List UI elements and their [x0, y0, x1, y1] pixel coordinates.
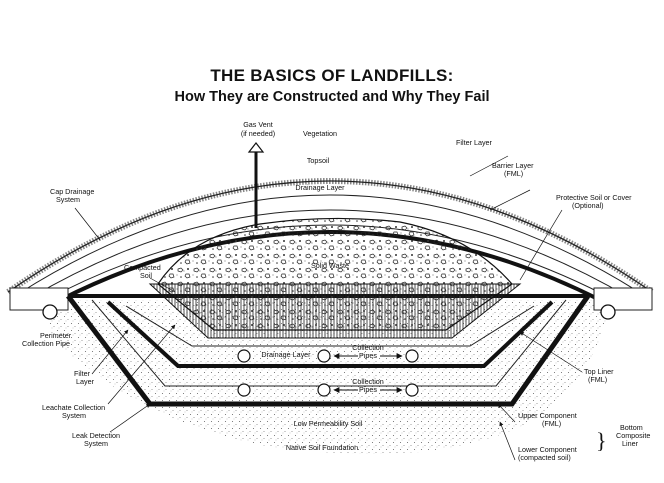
- bottom-composite-label-1: Bottom: [620, 423, 643, 432]
- drainage-layer-cap-label: Drainage Layer: [295, 183, 345, 192]
- lower-component-note: (compacted soil): [518, 453, 571, 462]
- gas-vent-cap: [247, 142, 265, 153]
- protective-soil-label: Protective Soil or Cover: [556, 193, 632, 202]
- gas-vent-note: (if needed): [241, 129, 275, 138]
- bottom-composite-label-2: Composite: [616, 431, 650, 440]
- barrier-layer-label: Barrier Layer: [492, 161, 534, 170]
- drainage-layer-inner: [125, 305, 535, 347]
- drainage-layer-inner-label: Drainage Layer: [261, 350, 311, 359]
- upper-component-note: (FML): [542, 419, 561, 428]
- leak-detection-layer: [91, 299, 567, 387]
- collection-pipes-upper-note: Pipes: [359, 351, 377, 360]
- diagram-subtitle: How They are Constructed and Why They Fa…: [174, 89, 490, 105]
- left-cap-end: [9, 287, 69, 311]
- gas-vent-label: Gas Vent: [243, 120, 273, 129]
- filter-layer-left-label: Filter: [74, 369, 91, 378]
- bottom-liner-bracket: }: [596, 428, 607, 453]
- low-permeability-label: Low Permeability Soil: [294, 419, 363, 428]
- bottom-composite-label-3: Liner: [622, 439, 639, 448]
- leader-lines: [74, 155, 583, 461]
- filter-layer: [29, 209, 631, 299]
- top-liner-label: Top Liner: [584, 367, 614, 376]
- leachate-collection-note: System: [62, 411, 86, 420]
- leachate-collection-label: Leachate Collection: [42, 403, 105, 412]
- diagram-title: THE BASICS OF LANDFILLS:: [210, 66, 454, 85]
- collection-pipes-upper: [237, 349, 419, 363]
- solid-waste: [157, 217, 513, 331]
- top-liner-fml: [106, 300, 554, 368]
- upper-component-label: Upper Component: [518, 411, 577, 420]
- perimeter-pipe-label: Perimeter: [40, 331, 72, 340]
- barrier-layer-note: (FML): [504, 169, 523, 178]
- perimeter-pipe-note: Collection Pipe: [22, 339, 70, 348]
- cap-drainage-label: Cap Drainage: [50, 187, 94, 196]
- leak-detection-note: System: [84, 439, 108, 448]
- filter-layer-left-note: Layer: [76, 377, 95, 386]
- perimeter-pipe-left: [42, 304, 58, 320]
- bottom-composite-liner: [66, 294, 591, 407]
- native-soil-label: Native Soil Foundation: [286, 443, 358, 452]
- collection-pipes-lower-label: Collection: [352, 377, 384, 386]
- protective-soil-note: (Optional): [572, 201, 604, 210]
- native-soil-foundation: [46, 300, 610, 454]
- topsoil-layer: [17, 194, 643, 295]
- filter-layer-label: Filter Layer: [456, 138, 493, 147]
- lower-component-label: Lower Component: [518, 445, 577, 454]
- collection-pipes-lower: [237, 383, 419, 397]
- compacted-soil-label: Compacted: [124, 263, 161, 272]
- solid-waste-label: Solid Waste: [311, 261, 349, 270]
- perimeter-pipe-right: [600, 304, 616, 320]
- vegetation-label: Vegetation: [303, 129, 337, 138]
- grass-vegetation: [6, 178, 654, 295]
- leak-detection-label: Leak Detection: [72, 431, 120, 440]
- cap-drainage-note: System: [56, 195, 80, 204]
- collection-pipes-lower-note: Pipes: [359, 385, 377, 394]
- topsoil-label: Topsoil: [307, 156, 330, 165]
- collection-pipes-upper-label: Collection: [352, 343, 384, 352]
- compacted-soil-note: Soil: [140, 271, 152, 280]
- top-liner-note: (FML): [588, 375, 607, 384]
